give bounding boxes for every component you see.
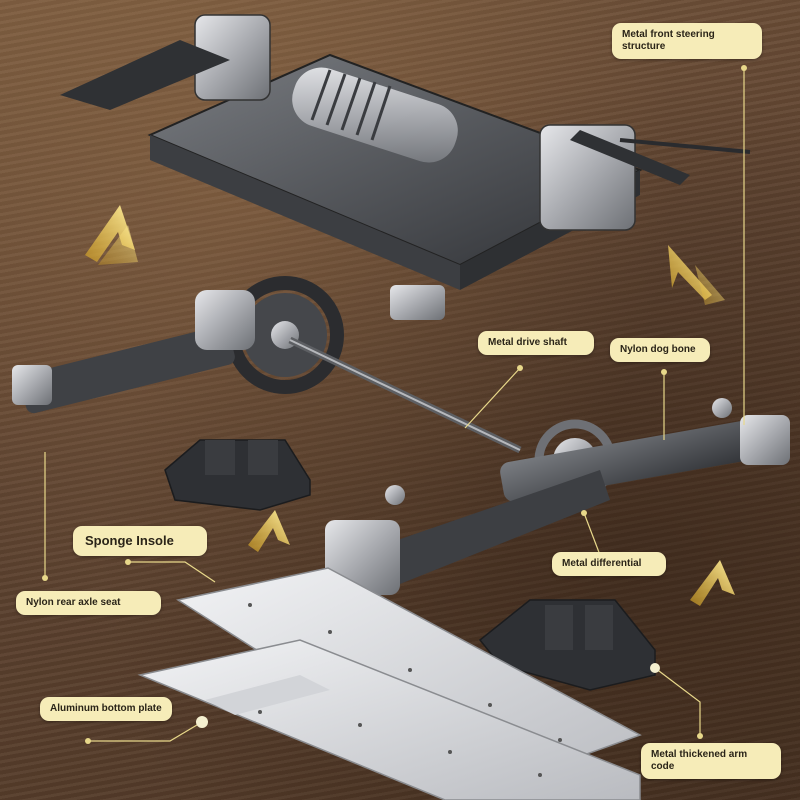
bottom-plates [137,567,642,800]
label-aluminum-plate: Aluminum bottom plate [40,697,172,721]
chevron-arrow-up-icon [690,560,735,606]
chevron-arrow-up-icon [85,205,138,265]
chevron-arrow-up-icon [248,510,290,552]
drivetrain-assembly [12,276,790,600]
rear-axle-seat-part [164,439,311,511]
arm-code-part [478,599,656,691]
label-sponge-insole: Sponge Insole [73,526,207,556]
label-dog-bone: Nylon dog bone [610,338,710,362]
chevron-arrow-up-icon [668,245,725,305]
chassis-assembly [60,14,751,290]
label-front-steering: Metal front steering structure [612,23,762,59]
label-differential: Metal differential [552,552,666,576]
label-rear-axle-seat: Nylon rear axle seat [16,591,161,615]
label-arm-code: Metal thickened arm code [641,743,781,779]
label-drive-shaft: Metal drive shaft [478,331,594,355]
leader-lines [44,68,745,742]
